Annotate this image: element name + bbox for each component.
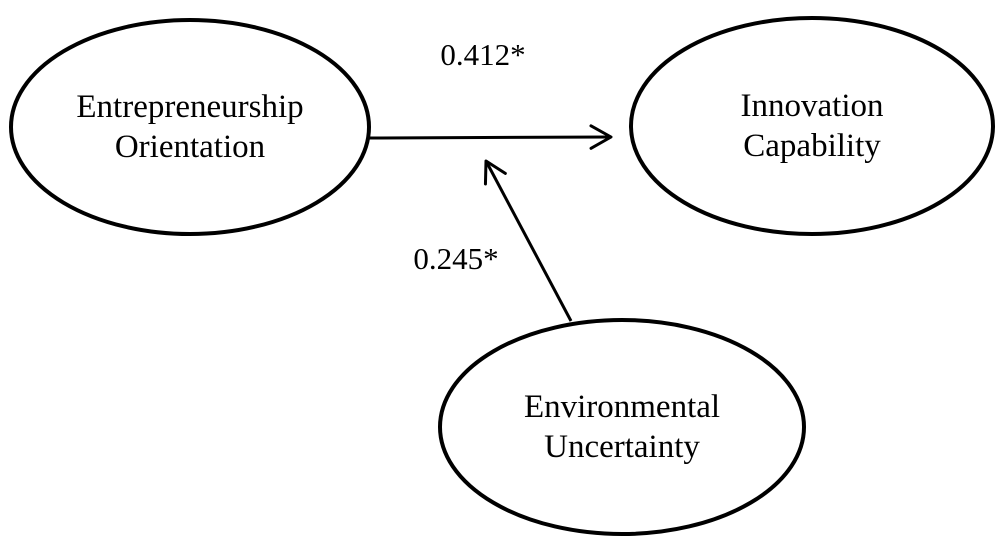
node-label-line: Entrepreneurship	[76, 89, 304, 125]
direct-effect-coefficient: 0.412*	[440, 37, 526, 72]
node-label-line: Capability	[743, 128, 881, 164]
environmental-uncertainty-label: Environmental Uncertainty	[524, 387, 720, 467]
entrepreneurship-orientation-node	[9, 18, 371, 236]
innovation-capability-node	[629, 16, 995, 236]
environmental-uncertainty-node	[438, 318, 806, 536]
node-label-line: Environmental	[523, 389, 721, 425]
innovation-capability-label: Innovation Capability	[741, 86, 884, 166]
direct-effect-arrow	[368, 124, 613, 150]
node-label-line: Orientation	[114, 129, 266, 165]
moderation-effect-coefficient: 0.245*	[413, 241, 499, 276]
node-label-line: Innovation	[740, 88, 884, 124]
moderation-effect-arrow	[483, 159, 573, 322]
entrepreneurship-orientation-label: Entrepreneurship Orientation	[76, 87, 303, 167]
node-label-line: Uncertainty	[544, 429, 700, 465]
